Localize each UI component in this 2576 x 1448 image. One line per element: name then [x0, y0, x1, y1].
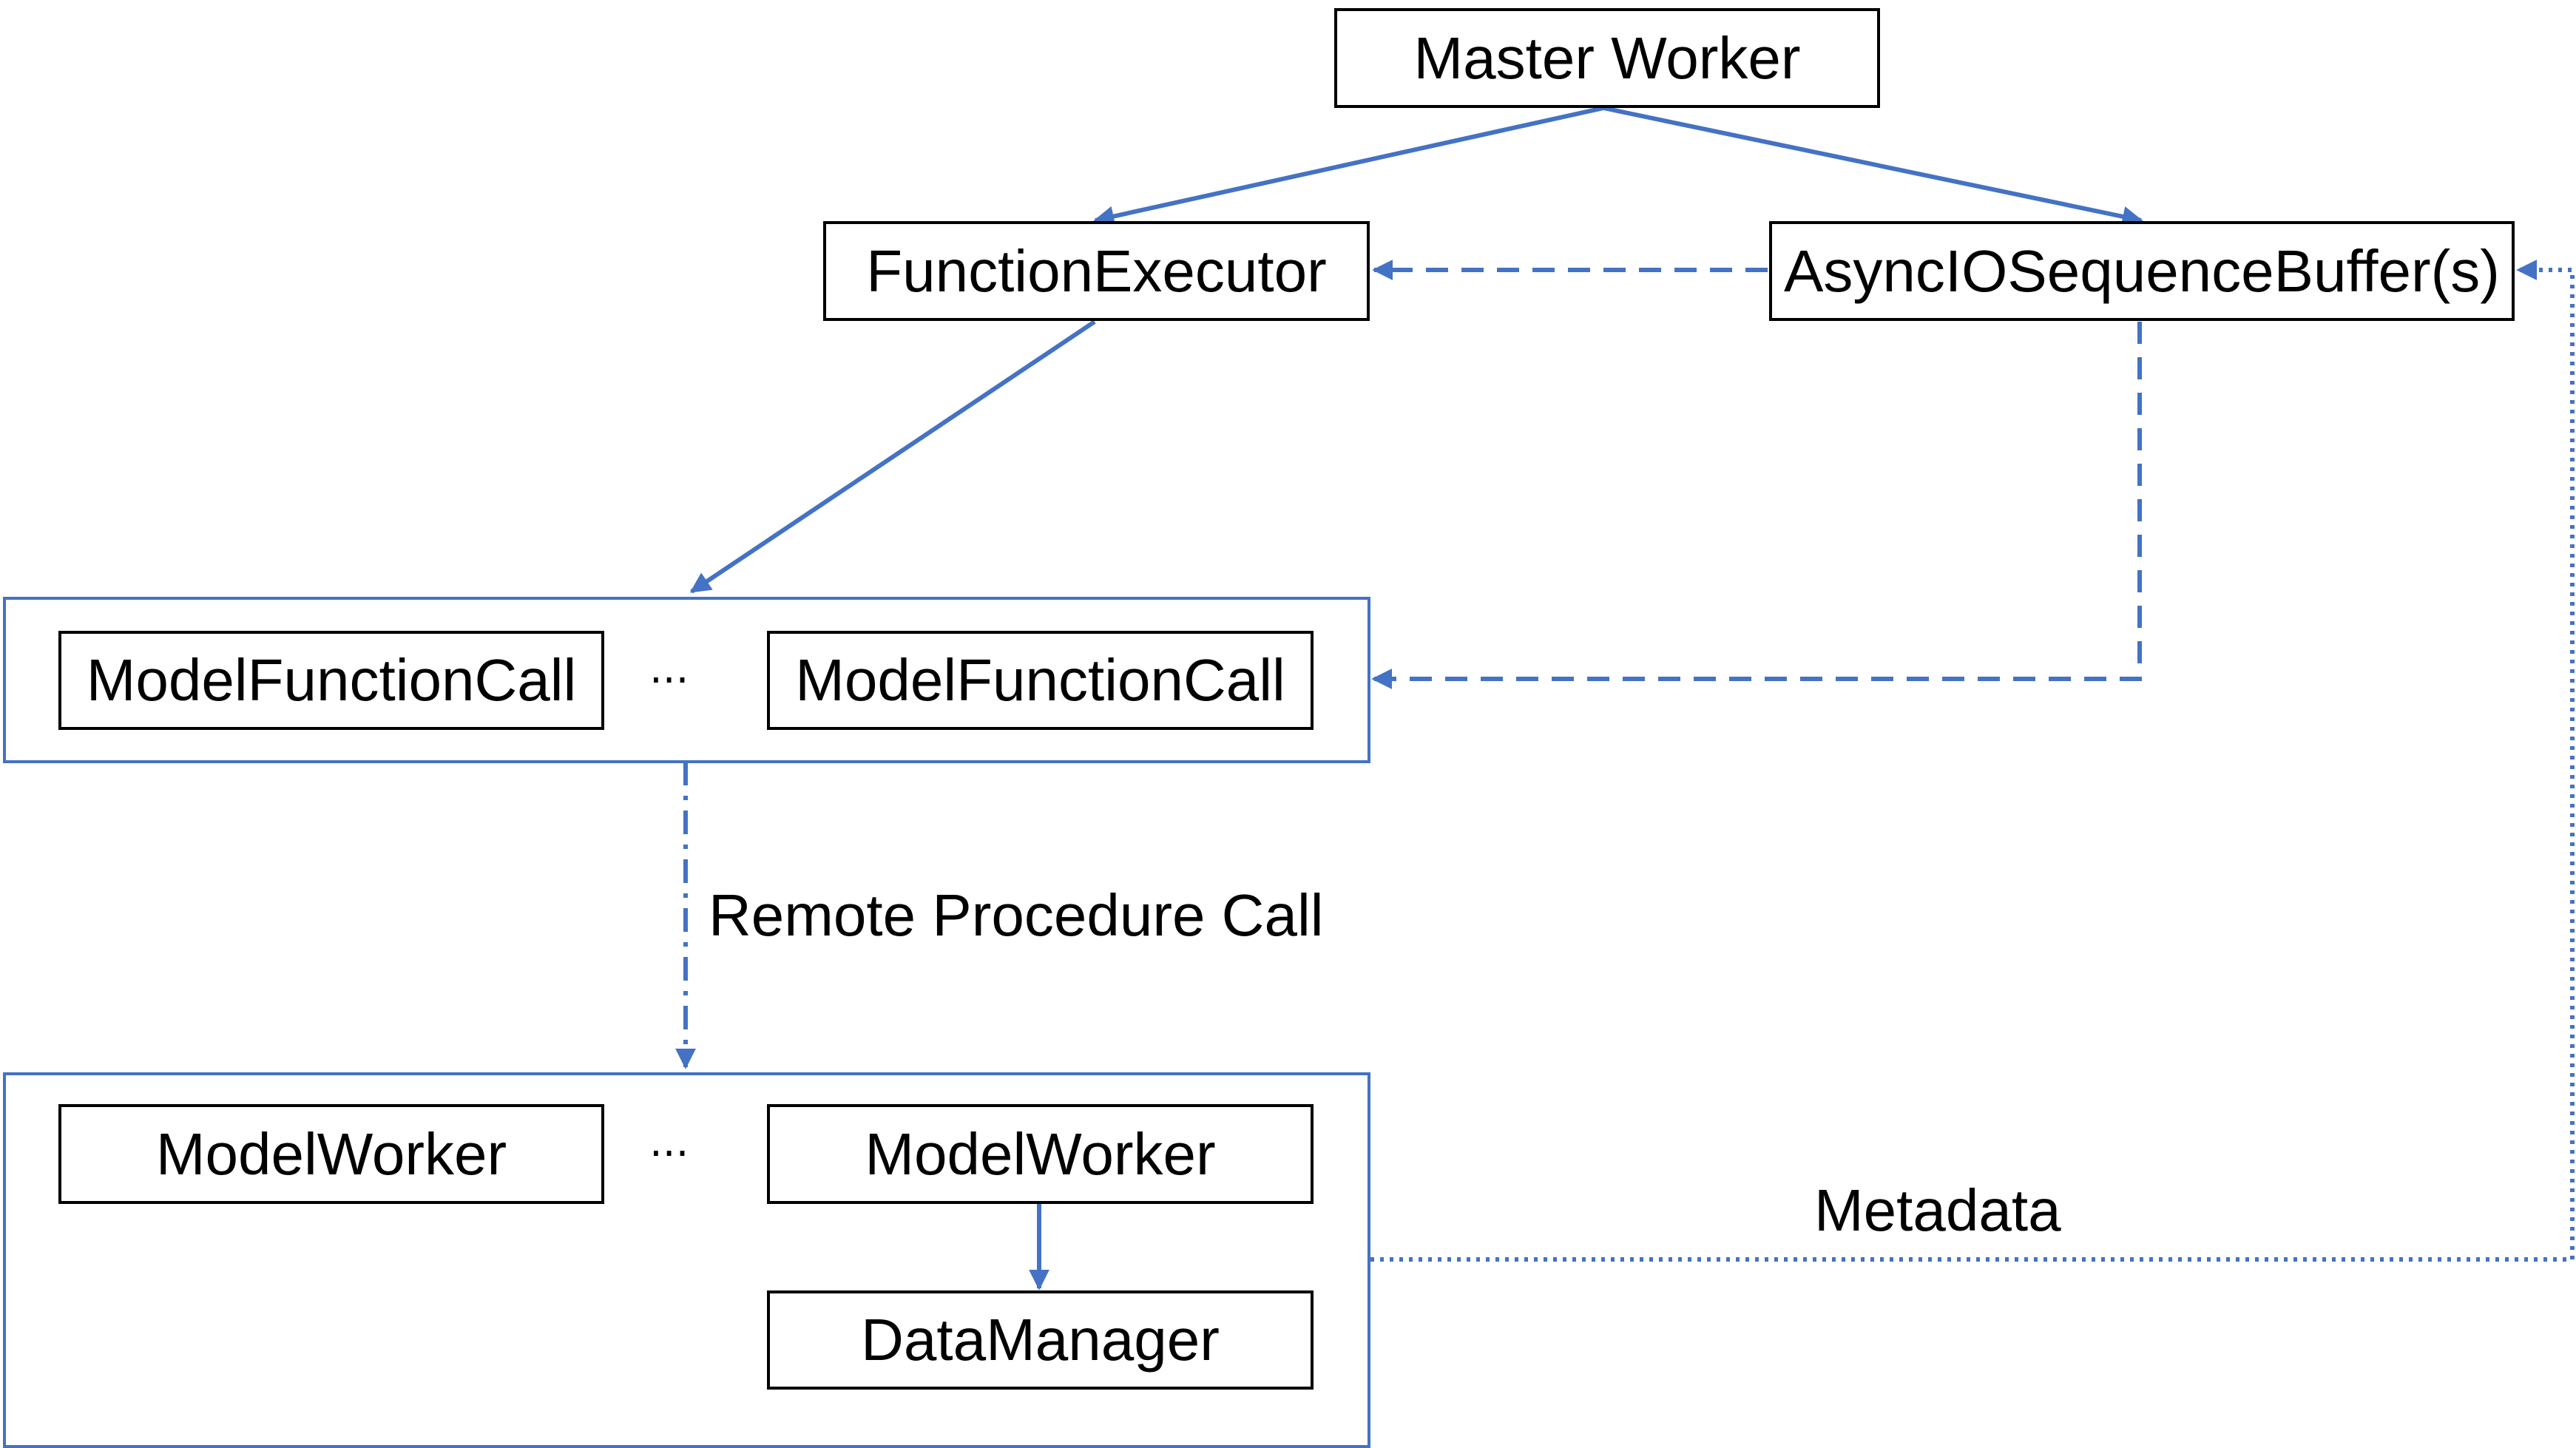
master-worker-node: Master Worker: [1334, 8, 1880, 108]
model-worker-group: [3, 1072, 1370, 1448]
arrow-function-executor-to-function-calls: [689, 319, 1096, 594]
model-function-call-right-node: ModelFunctionCall: [767, 631, 1314, 730]
metadata-label: Metadata: [1814, 1177, 2061, 1243]
arrow-master-to-function-executor: [1093, 106, 1604, 227]
arrow-async-buffer-to-function-calls: [1371, 322, 2142, 689]
function-executor-node: FunctionExecutor: [823, 221, 1370, 321]
arrow-master-to-async-buffer: [1603, 106, 2143, 227]
model-function-call-left-node: ModelFunctionCall: [58, 631, 604, 730]
model-function-call-group: [3, 597, 1370, 763]
data-manager-node: DataManager: [767, 1290, 1314, 1390]
remote-procedure-call-label: Remote Procedure Call: [709, 882, 1324, 948]
model-worker-right-node: ModelWorker: [767, 1104, 1314, 1204]
function-calls-ellipsis: ···: [649, 657, 689, 705]
async-io-sequence-buffer-node: AsyncIOSequenceBuffer(s): [1769, 221, 2515, 321]
model-worker-left-node: ModelWorker: [58, 1104, 604, 1204]
workers-ellipsis: ···: [649, 1130, 689, 1178]
arrow-metadata: [1370, 260, 2575, 1262]
